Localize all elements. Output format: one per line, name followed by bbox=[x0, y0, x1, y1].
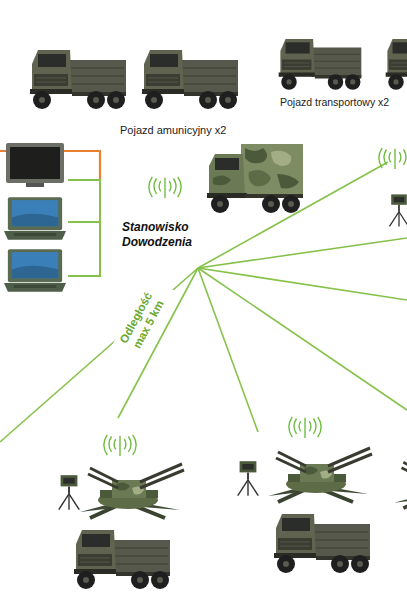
laptop bbox=[4, 197, 66, 240]
ammo-truck bbox=[142, 50, 238, 109]
radio-antenna bbox=[149, 177, 181, 198]
station-label: Stanowisko Dowodzenia bbox=[122, 220, 202, 250]
optical-head bbox=[389, 194, 407, 226]
anti-aircraft-gun bbox=[394, 459, 407, 509]
optical-head bbox=[238, 461, 259, 496]
anti-aircraft-gun bbox=[80, 464, 184, 518]
radio-antenna bbox=[104, 435, 136, 456]
green-bracket bbox=[68, 180, 100, 276]
laptop bbox=[4, 249, 66, 292]
anti-aircraft-gun bbox=[268, 448, 372, 502]
optical-head bbox=[59, 475, 80, 510]
monitor bbox=[6, 143, 64, 187]
truck bbox=[74, 530, 170, 589]
vehicle-label: Pojazd transportowy x2 bbox=[280, 96, 405, 108]
truck bbox=[274, 514, 370, 573]
transport-truck bbox=[279, 39, 362, 90]
link-lines bbox=[0, 162, 407, 442]
vehicle-label: Pojazd amunicyjny x2 bbox=[120, 124, 260, 136]
command-truck bbox=[207, 144, 303, 213]
distance-label: Odległość max 5 km bbox=[109, 277, 175, 365]
ammo-truck bbox=[30, 50, 126, 109]
radio-antenna bbox=[379, 148, 407, 169]
radio-antenna bbox=[289, 417, 321, 438]
transport-truck bbox=[386, 39, 407, 90]
